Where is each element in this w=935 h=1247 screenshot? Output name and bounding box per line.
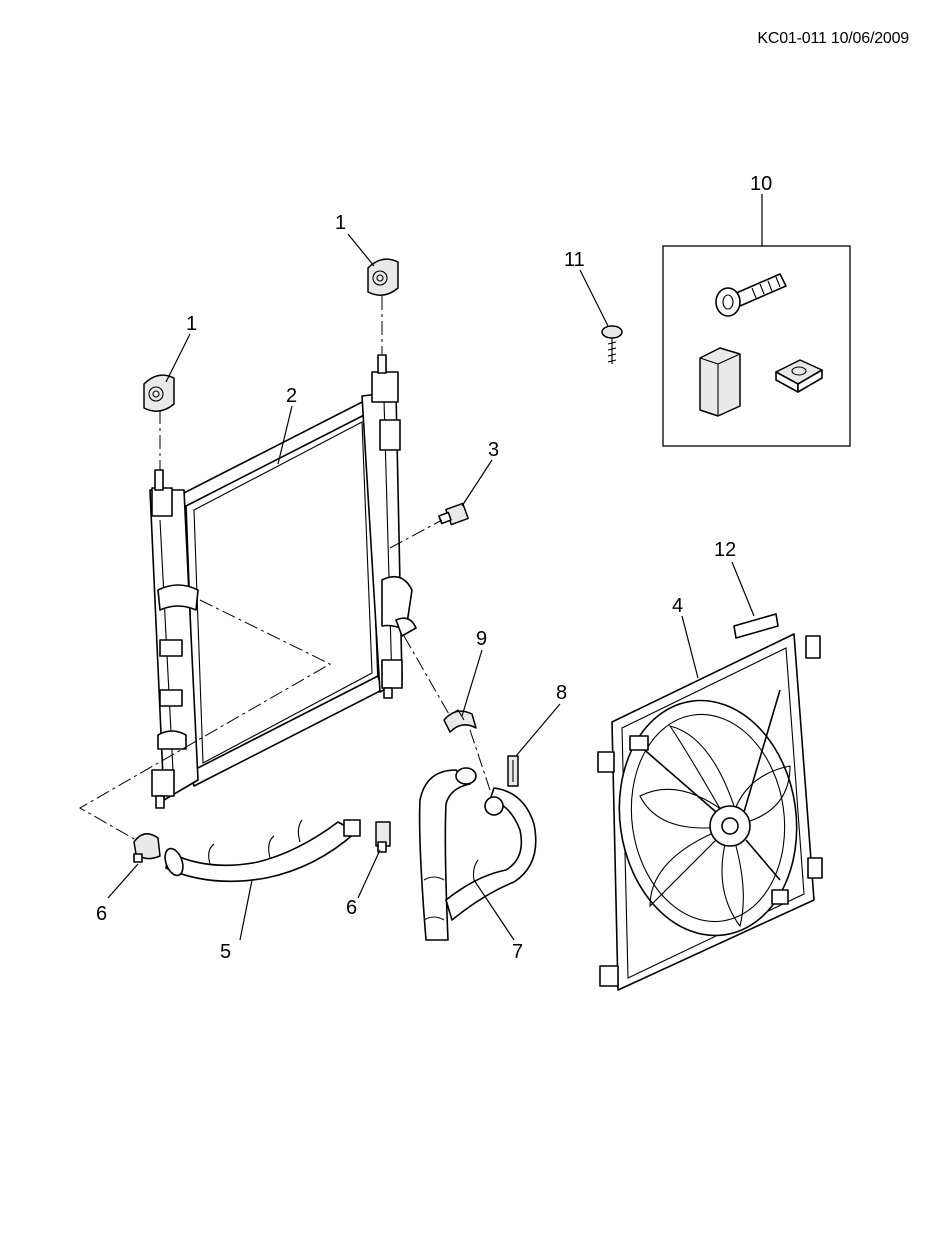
radiator-outlet-hose (418, 767, 537, 941)
kit-spacer (699, 347, 741, 417)
diagram-reference-code: KC01-011 10/06/2009 (757, 30, 909, 47)
radiator (149, 354, 417, 809)
callout-10: 10 (750, 173, 772, 195)
callout-11: 11 (564, 249, 585, 271)
hose-clamp-left (133, 833, 161, 863)
fan-shroud-label (733, 613, 779, 639)
kit-square-nut (775, 359, 823, 393)
assembly-reference-lines (78, 296, 491, 841)
callout-6-right: 6 (346, 897, 357, 919)
kit-bolt (715, 273, 787, 317)
hose-clamp-right (375, 821, 391, 853)
upper-mount-insulator-right (367, 258, 399, 296)
callout-7: 7 (512, 941, 523, 963)
callout-5: 5 (220, 941, 231, 963)
callout-2: 2 (286, 385, 297, 407)
callout-1-left: 1 (186, 313, 197, 335)
callout-4: 4 (672, 595, 683, 617)
callout-9: 9 (476, 628, 487, 650)
radiator-inlet-hose (164, 819, 361, 883)
upper-mount-insulator-left (143, 374, 175, 412)
mounting-hardware-kit (662, 245, 851, 447)
cooling-fan-shroud-assembly (597, 633, 823, 991)
temperature-sensor (438, 502, 469, 526)
callout-leader-lines (107, 194, 763, 941)
callout-3: 3 (488, 439, 499, 461)
callout-12: 12 (714, 539, 736, 561)
hose-retaining-clip (507, 755, 519, 787)
callout-1-upper: 1 (335, 212, 346, 234)
callout-6-left: 6 (96, 903, 107, 925)
shroud-screw (601, 325, 623, 364)
hose-clamp-upper (443, 709, 477, 733)
callout-8: 8 (556, 682, 567, 704)
